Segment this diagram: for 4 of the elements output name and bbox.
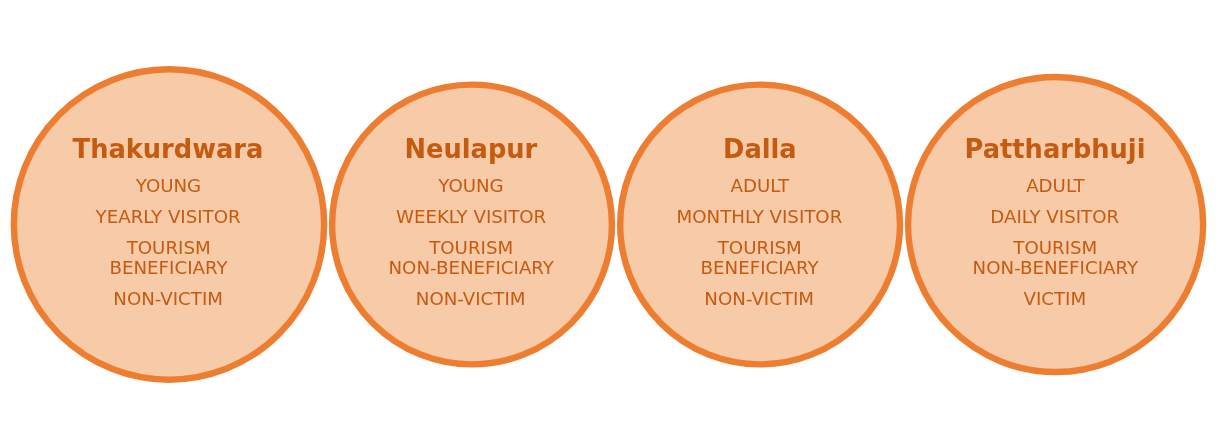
node-circle: Neulapur YOUNG WEEKLY VISITOR TOURISM NON-BENEFICIARY NON-VICTIM bbox=[328, 80, 616, 368]
node-circle: Thakurdwara YOUNG YEARLY VISITOR TOURISM BENEFICIARY NON-VICTIM bbox=[10, 65, 328, 383]
node-circle: Dalla ADULT MONTHLY VISITOR TOURISM BENEFICIARY NON-VICTIM bbox=[616, 80, 904, 368]
node-circle: Pattharbhuji ADULT DAILY VISITOR TOURISM NON-BENEFICIARY VICTIM bbox=[904, 73, 1207, 375]
